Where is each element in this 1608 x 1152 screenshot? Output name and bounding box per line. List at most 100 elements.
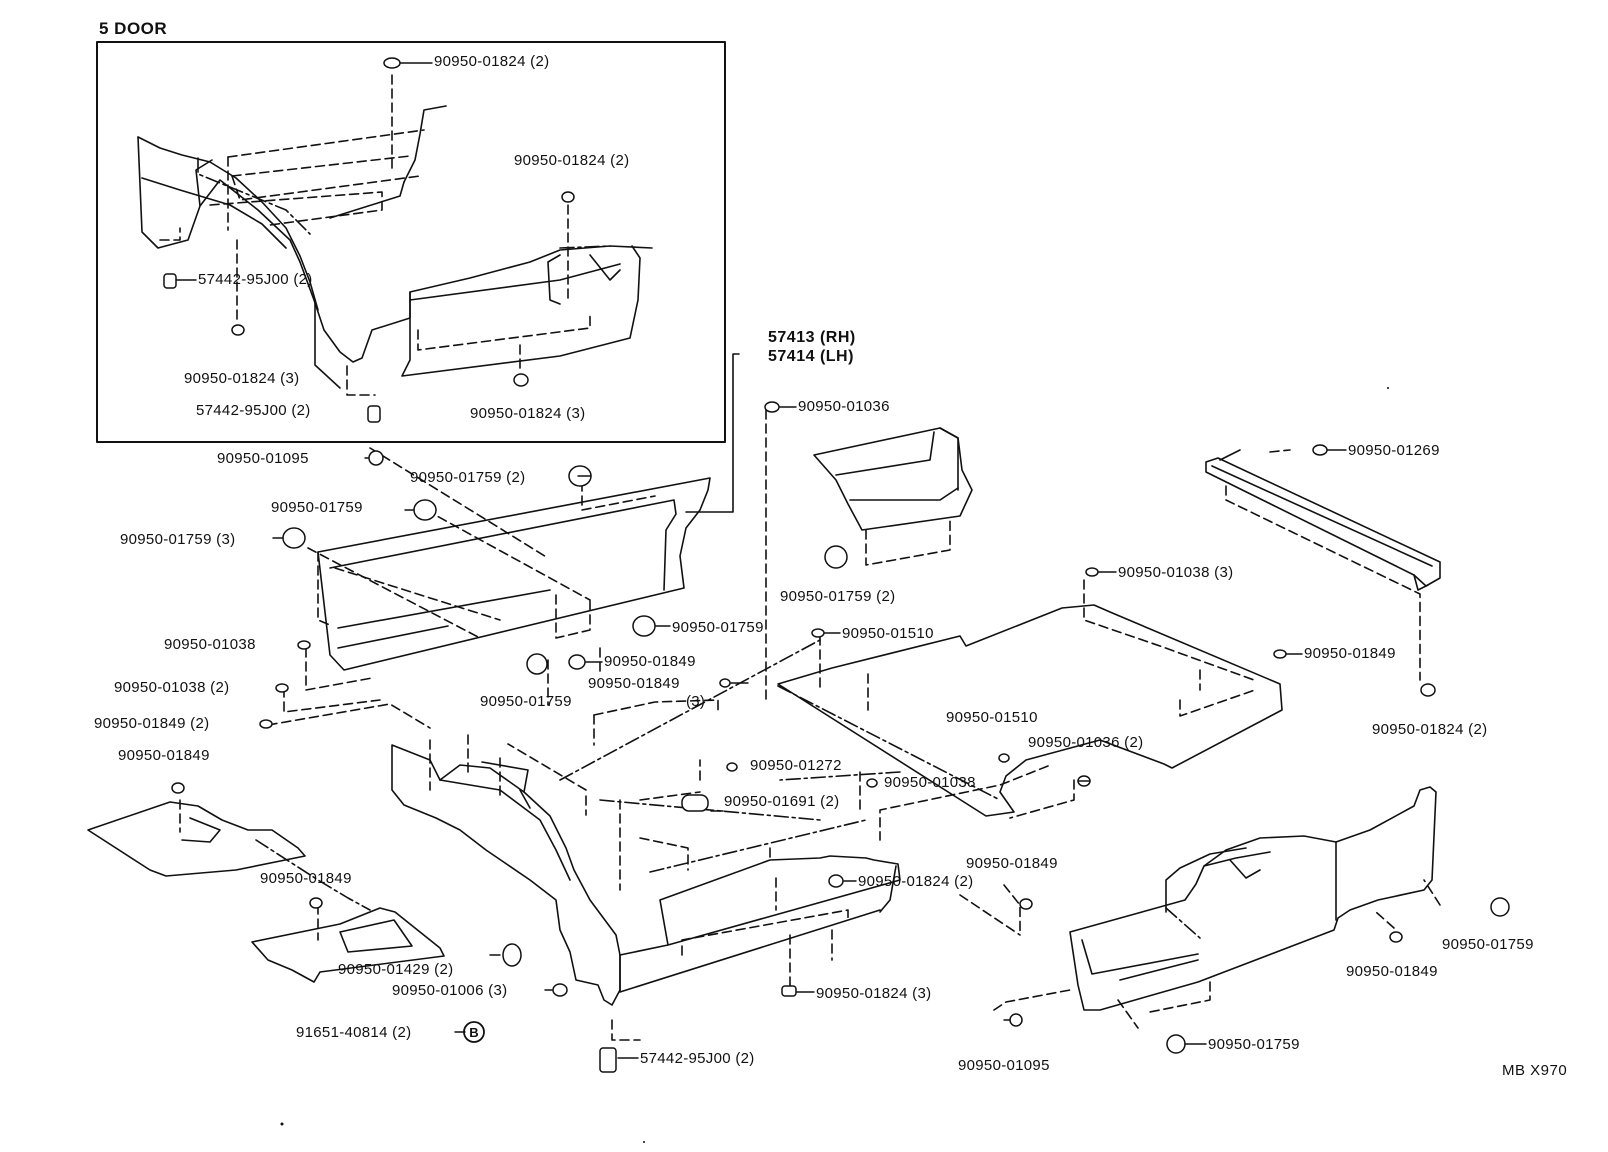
clip-icon — [719, 678, 731, 688]
grommet-icon — [526, 653, 548, 675]
part-label: 91651-40814 (2) — [296, 1024, 412, 1041]
rear-floor-rail — [1205, 449, 1441, 591]
grommet-icon — [282, 527, 306, 549]
part-label: 90950-01759 — [271, 499, 363, 516]
clip-icon — [1420, 683, 1436, 697]
inset-title: 5 DOOR — [99, 19, 168, 38]
grommet-icon — [632, 615, 656, 637]
part-label: 90950-01849 — [604, 653, 696, 670]
label-leaders — [175, 62, 1347, 1059]
grommet-icon — [368, 450, 384, 466]
quarter-trim-upper — [813, 427, 973, 531]
floor-mat-front — [87, 801, 306, 877]
callout-b-icon — [463, 1021, 485, 1043]
part-label: 90950-01824 (2) — [514, 152, 630, 169]
clip-icon — [568, 654, 586, 670]
grommet-icon — [413, 499, 437, 521]
part-label: 90950-01849 — [588, 675, 680, 692]
assembly-number-rh: 57413 (RH) — [768, 329, 856, 346]
part-label: 90950-01036 — [798, 398, 890, 415]
part-label: 90950-01824 (2) — [1372, 721, 1488, 738]
clip-icon — [309, 897, 323, 909]
clip-icon — [811, 628, 825, 638]
part-label: 57442-95J00 (2) — [196, 402, 311, 419]
push-rivet-icon — [367, 405, 381, 423]
part-label: 90950-01095 — [958, 1057, 1050, 1074]
part-label: 90950-01849 — [118, 747, 210, 764]
clip-icon — [171, 782, 185, 794]
clip-icon — [259, 719, 273, 729]
part-label: 90950-01510 — [946, 709, 1038, 726]
part-label: 90950-01849 — [1346, 963, 1438, 980]
part-label: 90950-01269 — [1348, 442, 1440, 459]
inset-frame — [96, 41, 726, 443]
push-rivet-icon — [599, 1047, 617, 1073]
part-label: 90950-01759 — [1442, 936, 1534, 953]
clip-icon — [764, 401, 780, 413]
part-label: 90950-01272 — [750, 757, 842, 774]
clip-icon — [866, 778, 878, 788]
clip-icon — [726, 762, 738, 772]
plug-icon — [681, 794, 709, 812]
part-label: 90950-01429 (2) — [338, 961, 454, 978]
assembly-leader — [685, 353, 740, 513]
part-label: 90950-01849 (2) — [94, 715, 210, 732]
clip-icon — [1019, 898, 1033, 910]
push-rivet-icon — [163, 273, 177, 289]
quarter-trim-right — [1069, 786, 1437, 1011]
grommet-icon — [502, 943, 522, 967]
clip-icon — [1085, 567, 1099, 577]
part-label: 90950-01849 — [260, 870, 352, 887]
clip-icon — [781, 985, 797, 997]
clip-icon — [828, 874, 844, 888]
part-label: 90950-01759 (2) — [410, 469, 526, 486]
part-label: 90950-01036 (2) — [1028, 734, 1144, 751]
clip-icon — [383, 57, 401, 69]
part-label: 90950-01849 — [1304, 645, 1396, 662]
callout-b-label: B — [469, 1025, 478, 1040]
part-label: 90950-01759 (3) — [120, 531, 236, 548]
clip-icon — [1389, 931, 1403, 943]
clip-icon — [1312, 444, 1328, 456]
assembly-number-lh: 57414 (LH) — [768, 348, 854, 365]
part-label: 90950-01824 (3) — [470, 405, 586, 422]
part-label: 90950-01095 — [217, 450, 309, 467]
floor-mat-rear — [251, 907, 445, 983]
part-label: 90950-01006 (3) — [392, 982, 508, 999]
clip-icon — [275, 683, 289, 693]
clip-icons — [163, 57, 1510, 1073]
part-label: 90950-01849 — [966, 855, 1058, 872]
diagram-reference: MB X970 — [1502, 1062, 1568, 1079]
clip-icon — [998, 753, 1010, 763]
part-label: 90950-01759 (2) — [780, 588, 896, 605]
rear-trim-panel — [317, 477, 711, 671]
clip-icon — [1009, 1013, 1023, 1027]
clip-icon — [297, 640, 311, 650]
part-label: 90950-01759 — [480, 693, 572, 710]
clip-icon — [552, 983, 568, 997]
part-label: 90950-01038 (3) — [1118, 564, 1234, 581]
part-label: (3) — [686, 693, 706, 710]
part-label: 90950-01691 (2) — [724, 793, 840, 810]
part-label: 57442-95J00 (2) — [640, 1050, 755, 1067]
grommet-icon — [824, 545, 848, 569]
grommet-icon — [1166, 1034, 1186, 1054]
quarter-trim-lower-left — [391, 744, 901, 1006]
clip-icon — [513, 373, 529, 387]
part-label: 90950-01824 (3) — [184, 370, 300, 387]
part-label: 90950-01824 (2) — [858, 873, 974, 890]
part-label: 90950-01510 — [842, 625, 934, 642]
clip-icon — [1273, 649, 1287, 659]
part-label: 90950-01038 — [884, 774, 976, 791]
part-label: 90950-01759 — [672, 619, 764, 636]
inset-fastener-lines — [159, 74, 591, 396]
part-label: 90950-01038 (2) — [114, 679, 230, 696]
clip-icon — [561, 191, 575, 203]
floor-panel — [777, 604, 1283, 817]
part-label: 57442-95J00 (2) — [198, 271, 313, 288]
part-label: 90950-01824 (3) — [816, 985, 932, 1002]
grommet-icon — [1490, 897, 1510, 917]
inset-trim-panel — [137, 105, 653, 389]
part-label: 90950-01824 (2) — [434, 53, 550, 70]
